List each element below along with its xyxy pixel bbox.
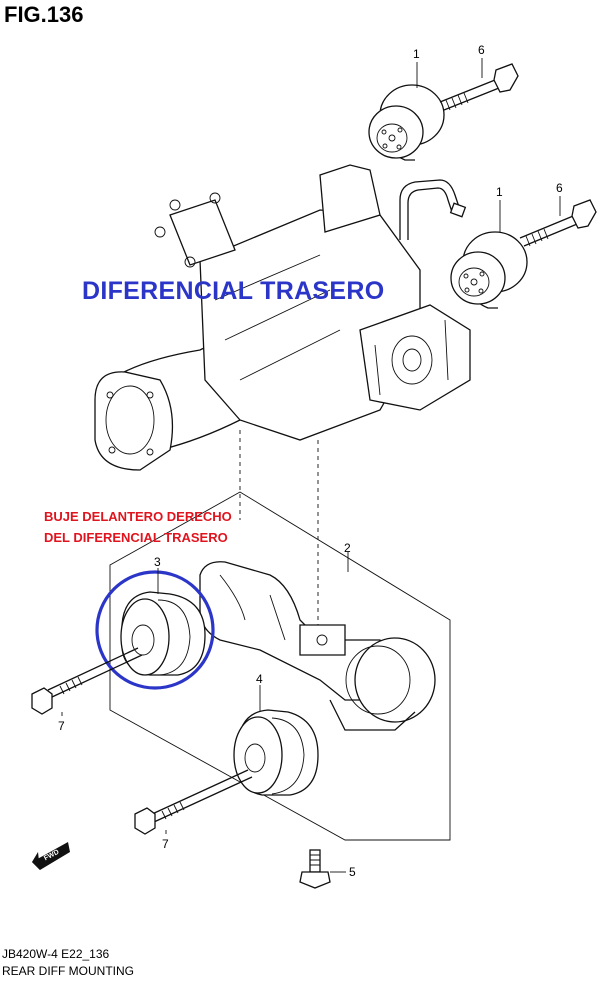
fwd-arrow-icon: FWD — [32, 842, 70, 870]
bolt-upper-6 — [439, 63, 519, 111]
callout-line-2: DEL DIFERENCIAL TRASERO — [44, 530, 228, 545]
bolt-7-lower — [134, 769, 253, 835]
part-number-1a: 1 — [413, 47, 420, 61]
bushing-upper-1b — [450, 231, 528, 309]
overlay-title: DIFERENCIAL TRASERO — [82, 277, 385, 305]
crossmember-outline — [109, 491, 451, 841]
callout-line-1: BUJE DELANTERO DERECHO — [44, 509, 232, 524]
footer-figure-code: JB420W-4 E22_136 — [2, 947, 110, 961]
bolt-7-upper — [31, 647, 143, 715]
bolt-5 — [299, 849, 331, 889]
part-number-7b: 7 — [162, 837, 169, 851]
crossmember-2 — [199, 561, 436, 731]
part-number-7a: 7 — [58, 719, 65, 733]
differential-housing — [94, 164, 471, 471]
bolt-upper-6b — [519, 199, 597, 247]
part-callouts: 1 6 1 6 2 3 4 5 7 7 — [58, 43, 563, 879]
figure-number: FIG.136 — [4, 2, 84, 27]
part-number-6a: 6 — [478, 43, 485, 57]
bushing-rear-4 — [233, 709, 319, 796]
part-number-6b: 6 — [556, 181, 563, 195]
part-number-1b: 1 — [496, 185, 503, 199]
bushing-front-right-3 — [120, 591, 206, 676]
footer-figure-name: REAR DIFF MOUNTING — [2, 964, 134, 978]
highlight-circle — [95, 570, 215, 690]
part-number-3: 3 — [154, 555, 161, 569]
bushing-upper-1 — [368, 84, 445, 161]
part-number-4: 4 — [256, 672, 263, 686]
part-number-2: 2 — [344, 541, 351, 555]
part-number-5: 5 — [349, 865, 356, 879]
